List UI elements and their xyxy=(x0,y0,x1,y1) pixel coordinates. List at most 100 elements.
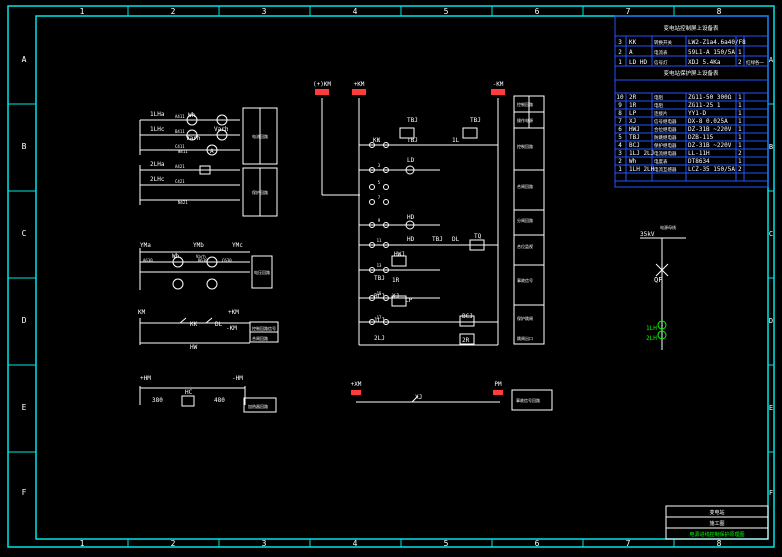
bom-cell-qty: 2 xyxy=(738,166,742,173)
bom-cell-qty: 1 xyxy=(738,134,742,141)
heater-label: +HM xyxy=(140,375,151,382)
heater-label: -HM xyxy=(232,375,243,382)
bom-cell-no: 7 xyxy=(618,118,622,125)
bom-cell-no: 3 xyxy=(618,150,622,157)
column-label-bottom: 8 xyxy=(717,539,722,548)
contact-number: 11 xyxy=(377,238,382,243)
contact-terminal-left xyxy=(369,167,375,173)
bom-cell-qty: 1 xyxy=(738,49,742,56)
contact-number: 1 xyxy=(378,138,381,143)
single-line-top-label: 35kV xyxy=(640,231,655,238)
row-label-left: A xyxy=(22,55,27,64)
device-label: HD xyxy=(407,214,415,221)
bom-cell-sym: 1LJ 2LJ xyxy=(629,150,654,157)
bus-terminal xyxy=(315,89,329,95)
bom-cell-no: 8 xyxy=(618,110,622,117)
contact-terminal-left xyxy=(369,295,375,301)
meter-label: N411 xyxy=(178,149,188,154)
contact-terminal-left xyxy=(369,242,375,248)
bom-cell-name: 转换开关 xyxy=(654,39,672,46)
bom-cell-name: 防跳继电器 xyxy=(654,134,677,141)
bom-cell-qty: 1 xyxy=(738,102,742,109)
device-label: HD xyxy=(407,236,415,243)
frame-ticks xyxy=(8,6,774,547)
column-label-top: 4 xyxy=(353,7,358,16)
main-circuit-wires xyxy=(321,95,545,346)
voltage-label: YMa xyxy=(140,242,151,249)
contact-terminal-left xyxy=(369,199,375,205)
bom-cell-name: 电流继电器 xyxy=(654,150,677,157)
bom-cell-qty: 2 xyxy=(738,59,742,66)
meter-circuit xyxy=(139,107,278,217)
bus-label: -KM xyxy=(493,81,504,88)
side-function-label: 事故信号 xyxy=(517,277,533,283)
device-label: BCJ xyxy=(374,293,385,300)
bom-cell-name: 电流互感器 xyxy=(654,166,677,173)
heater-circuit xyxy=(139,386,277,413)
control-circuit xyxy=(139,317,279,345)
voltage-label: Wh xyxy=(172,253,180,260)
column-label-bottom: 4 xyxy=(353,539,358,548)
contact-number: 17 xyxy=(377,315,382,320)
meter-label: C411 xyxy=(175,144,185,149)
bom-cell-sym: HWJ xyxy=(629,126,640,133)
bom-cell-qty: 1 xyxy=(738,94,742,101)
bom-cell-sym: BCJ xyxy=(629,142,640,149)
bom-cell-model: DX-8 0.025A xyxy=(688,118,728,125)
column-label-bottom: 5 xyxy=(444,539,449,548)
side-function-label: 合闸回路 xyxy=(517,183,533,189)
meter-label: A411 xyxy=(175,114,185,119)
voltage-label: A630 xyxy=(143,258,153,263)
device-label: TBJ xyxy=(407,117,418,124)
bom-cell-model: XDJ 5.4Ka xyxy=(688,59,721,66)
contact-terminal-left xyxy=(369,267,375,273)
bus-label: (+)KM xyxy=(313,81,331,88)
bom-cell-qty: 1 xyxy=(738,118,742,125)
device-label: DL xyxy=(452,236,460,243)
single-line-bus-label: 电源母线 xyxy=(660,224,676,230)
contact-terminal-right xyxy=(383,295,389,301)
meter-label: 2LHa xyxy=(150,161,165,168)
side-function-label: 控制回路 xyxy=(517,143,533,149)
meter-label: Varh xyxy=(186,135,201,142)
column-label-bottom: 7 xyxy=(626,539,631,548)
voltage-label: YMc xyxy=(232,242,243,249)
voltage-label: Varh xyxy=(196,254,206,259)
contact-terminal-right xyxy=(383,267,389,273)
bom-cell-sym: 1R xyxy=(629,102,637,109)
bom-cell-no: 2 xyxy=(618,49,622,56)
bom-cell-no: 2 xyxy=(618,158,622,165)
bom-cell-model: DT8634 xyxy=(688,158,710,165)
device-label: TBJ xyxy=(407,137,418,144)
bom-cell-model: DZ-31B ~220V xyxy=(688,126,732,133)
title-block xyxy=(665,505,769,540)
meter-label: 1LHc xyxy=(150,126,165,133)
meter-side-box-1: 电流回路 xyxy=(252,133,268,139)
bom-cell-name: 信号继电器 xyxy=(654,118,677,125)
heater-label: 480 xyxy=(214,397,225,404)
column-label-bottom: 3 xyxy=(262,539,267,548)
signal-bus-terminal xyxy=(351,390,361,395)
side-function-label: 跳闸出口 xyxy=(517,335,533,341)
device-label: TBJ xyxy=(432,236,443,243)
bom-cell-model: LW2-Z1a4.6a40/F8 xyxy=(688,39,746,46)
bom-table xyxy=(614,15,769,188)
bom-cell-no: 4 xyxy=(618,142,622,149)
single-line-breaker-label: QF xyxy=(654,276,662,284)
title-block-row: 变电站 xyxy=(709,509,724,516)
voltage-label: C630 xyxy=(222,258,232,263)
bom-cell-no: 3 xyxy=(618,39,622,46)
control-label: DL xyxy=(215,321,223,328)
contact-terminal-right xyxy=(383,184,389,190)
side-header-1: 控制回路 xyxy=(517,101,533,107)
signal-bus-label: +XM xyxy=(351,381,362,388)
side-function-label: 保护跳闸 xyxy=(517,315,533,321)
meter-label: 1LHa xyxy=(150,111,165,118)
bom-cell-qty: 2 xyxy=(738,150,742,157)
device-label: 1R xyxy=(392,277,400,284)
